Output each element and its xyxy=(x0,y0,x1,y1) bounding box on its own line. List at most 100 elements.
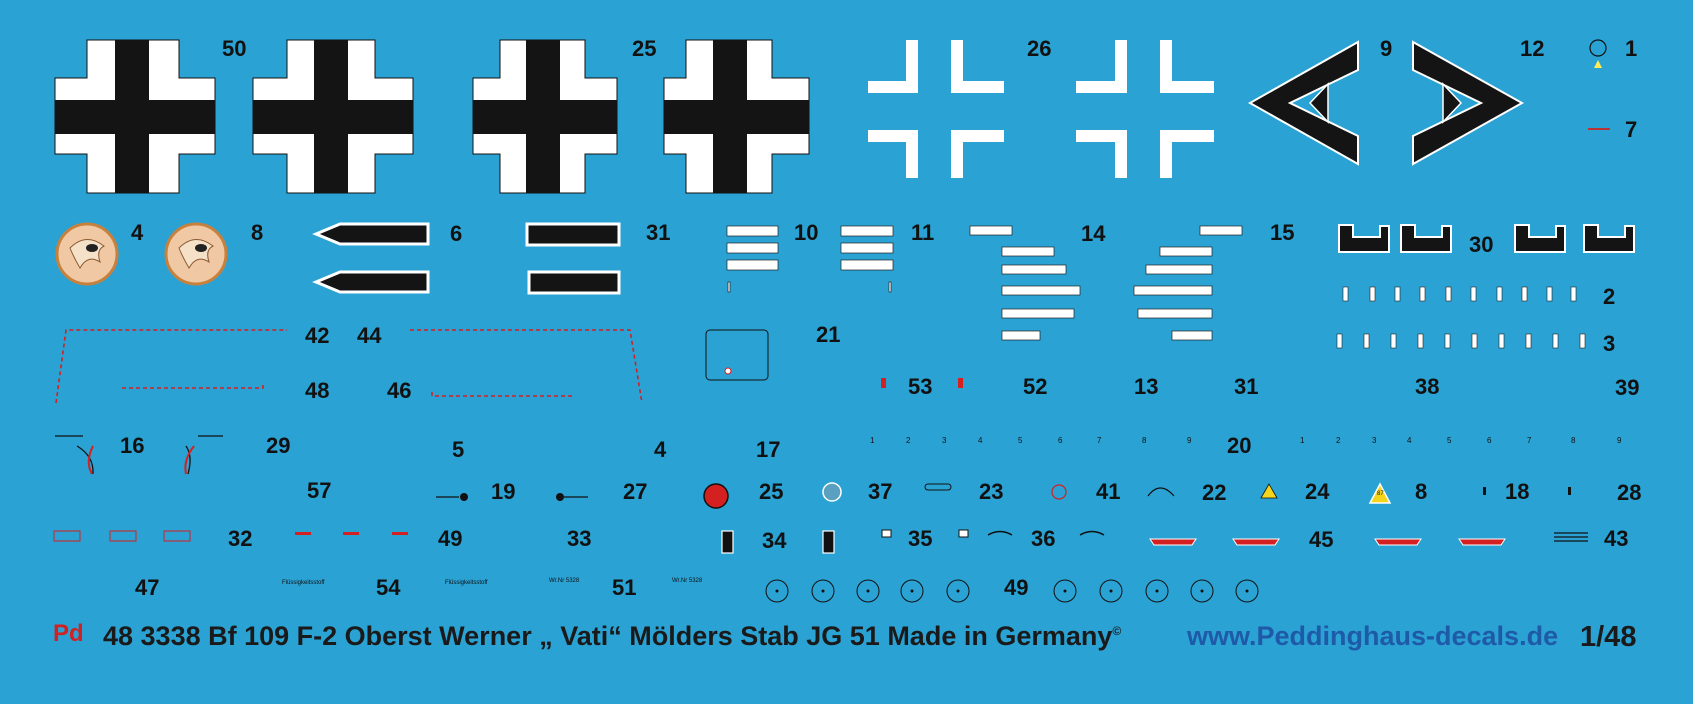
decal-number: 41 xyxy=(1096,479,1121,504)
decal-number: 23 xyxy=(979,479,1004,504)
decal-number: 25 xyxy=(759,479,784,504)
stencil-text: Wr.Nr 5328 xyxy=(549,578,580,584)
decal-number: 43 xyxy=(1604,526,1629,551)
decal-number: 39 xyxy=(1615,375,1640,400)
balkenkreuz-icon xyxy=(54,39,216,194)
decal-number: 50 xyxy=(222,36,247,61)
chevron-left-icon xyxy=(1247,40,1359,166)
decal-number: 12 xyxy=(1520,36,1545,61)
stencil-bar xyxy=(1588,128,1610,130)
decal-number: 11 xyxy=(911,220,935,245)
tick-label: 9 xyxy=(1187,436,1192,445)
balkenkreuz-icon xyxy=(663,39,810,194)
sheet-footer: 48 3338 Bf 109 F-2 Oberst Werner „ Vati“… xyxy=(0,618,1693,654)
copyright-mark: © xyxy=(1112,624,1122,638)
stencil-row xyxy=(1336,286,1586,349)
decal-number: 28 xyxy=(1617,480,1642,505)
tick-label: 3 xyxy=(1372,436,1377,445)
tick-label: 1 xyxy=(870,436,875,445)
decal-number: 42 xyxy=(305,323,330,348)
fuselage-bar-icon xyxy=(527,270,621,295)
decal-number: 57 xyxy=(307,478,332,503)
decal-number: 7 xyxy=(1625,117,1638,142)
decal-number: 22 xyxy=(1202,480,1227,505)
decal-number: 51 xyxy=(612,575,637,600)
decal-number: 31 xyxy=(1234,374,1259,399)
decal-number: 20 xyxy=(1227,433,1252,458)
tick-label: 2 xyxy=(906,436,911,445)
decal-number: 10 xyxy=(794,220,819,245)
decal-number: 21 xyxy=(816,322,841,347)
decal-number: 54 xyxy=(376,575,401,600)
stencil-text: Wr.Nr 5328 xyxy=(672,578,703,584)
red-outline-boxes xyxy=(53,530,191,542)
decal-number: 52 xyxy=(1023,374,1048,399)
decal-number: 17 xyxy=(756,437,781,462)
decal-number: 46 xyxy=(387,378,412,403)
clock-emblem-icon xyxy=(703,483,729,509)
tick-label: 2 xyxy=(1336,436,1341,445)
svg-text:Pd: Pd xyxy=(53,620,84,647)
decal-number: 19 xyxy=(491,479,516,504)
decal-number: 1 xyxy=(1625,36,1638,61)
outline-cross-icon xyxy=(868,40,1004,178)
fuselage-bar-icon xyxy=(525,222,621,247)
product-title: 48 3338 Bf 109 F-2 Oberst Werner „ Vati“… xyxy=(103,621,1121,652)
decal-number: 30 xyxy=(1469,232,1494,257)
stencil-text: Flüssigkeitsstoff xyxy=(282,580,325,586)
peddinghaus-logo-icon: Pd xyxy=(53,620,84,647)
decal-number: 49 xyxy=(438,526,463,551)
outline-cross-icon xyxy=(1076,40,1214,178)
decal-number: 4 xyxy=(131,220,144,245)
tick-label: 5 xyxy=(1018,436,1023,445)
walkway-line xyxy=(55,329,643,404)
decal-number: 44 xyxy=(357,323,382,348)
balkenkreuz-icon xyxy=(252,39,414,194)
decal-number: 31 xyxy=(646,220,671,245)
decal-number: 9 xyxy=(1380,36,1393,61)
decal-number: 16 xyxy=(120,433,145,458)
eagle-emblem-icon xyxy=(55,222,119,286)
product-line: 48 3338 Bf 109 F-2 Oberst Werner „ Vati“… xyxy=(103,621,1113,651)
website-link[interactable]: www.Peddinghaus-decals.de xyxy=(1187,621,1559,651)
decal-number: 37 xyxy=(868,479,893,504)
stencil-text: 87 xyxy=(1377,491,1384,497)
panel-outline xyxy=(705,329,769,381)
tick-label: 3 xyxy=(942,436,947,445)
decal-number: 6 xyxy=(450,221,463,246)
decal-number: 33 xyxy=(567,526,592,551)
decal-number: 14 xyxy=(1081,221,1106,246)
decal-number: 34 xyxy=(762,528,787,553)
tick-label: 1 xyxy=(1300,436,1305,445)
eagle-emblem-icon xyxy=(164,222,228,286)
decal-number: 2 xyxy=(1603,284,1616,309)
fuselage-bar-icon xyxy=(312,270,430,294)
decal-number: 24 xyxy=(1305,479,1330,504)
gauge-icon xyxy=(1589,39,1607,57)
chevron-right-icon xyxy=(1412,40,1525,166)
decal-number: 5 xyxy=(452,437,465,462)
stab-marking-icon xyxy=(1338,224,1635,253)
decal-number: 8 xyxy=(251,220,264,245)
warning-triangle-icon xyxy=(1594,60,1602,68)
fuselage-bar-icon xyxy=(312,222,430,246)
gauge-row xyxy=(765,579,1259,603)
decal-number: 47 xyxy=(135,575,160,600)
stencil-text: Flüssigkeitsstoff xyxy=(445,580,488,586)
tick-label: 4 xyxy=(978,436,983,445)
decal-number: 8 xyxy=(1415,479,1428,504)
decal-number: 15 xyxy=(1270,220,1295,245)
balkenkreuz-icon xyxy=(472,39,618,194)
tick-label: 8 xyxy=(1571,436,1576,445)
decal-number: 45 xyxy=(1309,527,1334,552)
tick-label: 6 xyxy=(1058,436,1063,445)
kill-marks-icon xyxy=(726,225,1243,341)
tick-label: 4 xyxy=(1407,436,1412,445)
decal-number: 38 xyxy=(1415,374,1440,399)
decal-number: 25 xyxy=(632,36,657,61)
red-strip xyxy=(1149,538,1506,546)
tick-label: 6 xyxy=(1487,436,1492,445)
decal-number: 3 xyxy=(1603,331,1616,356)
